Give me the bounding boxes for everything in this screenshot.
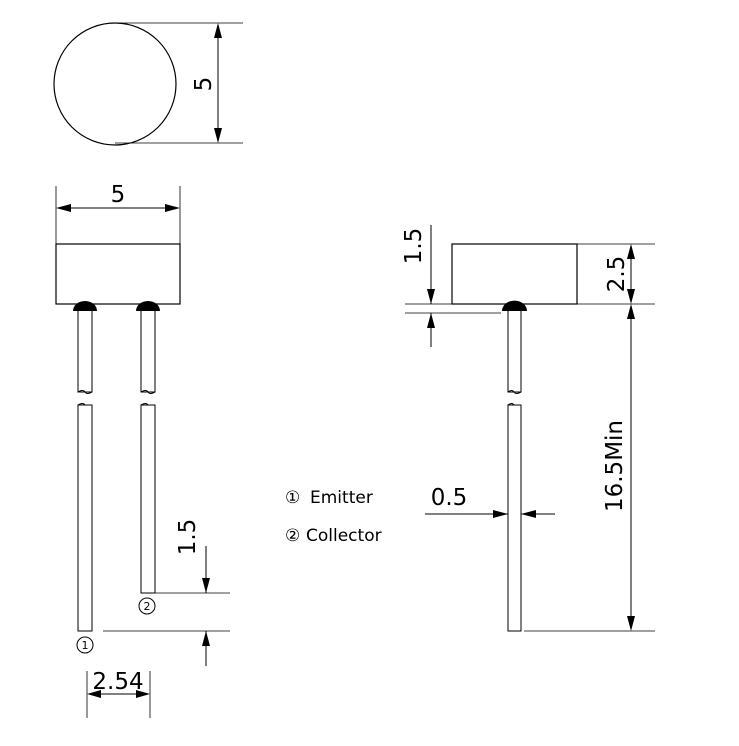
lead-1-solder-dome (73, 301, 97, 311)
side-lead-break (507, 390, 522, 407)
side-diameter-label: 0.5 (431, 485, 468, 511)
lead-2-break (140, 390, 156, 407)
pin-offset-arrow-down (202, 578, 210, 593)
side-length-label: 16.5Min (602, 420, 628, 512)
legend-pin-1-symbol: ① (285, 488, 300, 508)
pin-1-marker-circle (76, 636, 94, 654)
front-view-body (55, 243, 181, 305)
side-height-label: 2.5 (604, 256, 630, 293)
top-view: 5 (53, 22, 243, 146)
pitch-arrow-right (136, 690, 150, 698)
legend-pin-2-label: Collector (306, 526, 382, 546)
side-height-arrow-down (627, 289, 635, 304)
side-step-arrow-up (427, 313, 435, 328)
side-length-arrow-down (627, 616, 635, 631)
front-view: 5 2 1 1.5 2.54 (55, 182, 230, 718)
pin-offset-label: 1.5 (175, 519, 201, 556)
side-view-body (451, 243, 578, 305)
legend-pin-2-symbol: ② (285, 526, 300, 546)
pin-2-marker-number: 2 (144, 600, 151, 613)
side-diameter-arrow-left (521, 510, 536, 518)
lead-2-solder-dome (136, 301, 160, 311)
pin-2-marker-circle (138, 597, 156, 615)
side-length-arrow-up (627, 304, 635, 319)
front-width-label: 5 (111, 182, 126, 208)
legend-pin-1-label: Emitter (310, 488, 373, 508)
side-diameter-arrow-right (493, 510, 508, 518)
lead-2-lower (140, 404, 156, 594)
pitch-arrow-left (87, 690, 101, 698)
top-view-diameter-label: 5 (191, 77, 217, 92)
lead-1-break (77, 390, 93, 407)
front-width-arrow-left (56, 204, 71, 212)
side-lead-solder-dome (502, 300, 527, 311)
side-lead-lower (507, 404, 522, 632)
front-width-arrow-right (165, 204, 180, 212)
side-step-arrow-down (427, 289, 435, 304)
top-view-arrow-down (214, 128, 222, 143)
pitch-label: 2.54 (92, 669, 143, 695)
lead-2-upper (140, 309, 156, 393)
top-view-body-circle (53, 22, 177, 146)
lead-1-lower (77, 404, 93, 632)
side-lead-upper (507, 309, 522, 393)
side-step-label: 1.5 (401, 228, 427, 265)
side-view: 1.5 2.5 16.5Min 0.5 (401, 225, 655, 632)
top-view-arrow-up (214, 23, 222, 38)
pin-legend: ① Emitter ② Collector (285, 488, 382, 546)
pin-offset-arrow-up (202, 631, 210, 646)
side-height-arrow-up (627, 244, 635, 259)
lead-1-upper (77, 309, 93, 393)
pin-1-marker-number: 1 (82, 639, 89, 652)
